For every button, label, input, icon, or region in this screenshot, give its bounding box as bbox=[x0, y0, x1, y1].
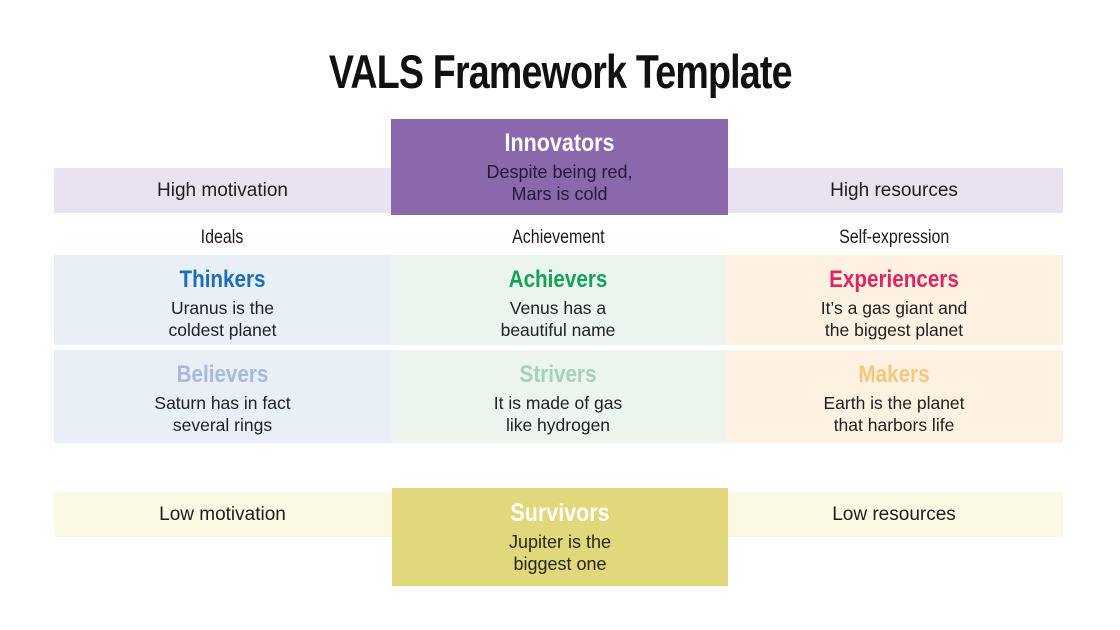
segment-card-thinkers: Thinkers Uranus is the coldest planet bbox=[54, 255, 391, 345]
segment-description-line: Venus has a bbox=[509, 298, 607, 318]
page-title-text: VALS Framework Template bbox=[328, 45, 793, 98]
segment-description-line: like hydrogen bbox=[505, 414, 611, 435]
high-motivation-label: High motivation bbox=[157, 180, 288, 201]
segment-card-achievers: Achievers Venus has a beautiful name bbox=[391, 255, 725, 345]
orientation-label-self-expression: Self-expression bbox=[725, 223, 1063, 251]
segment-description: Earth is the planet that harbors life bbox=[823, 393, 964, 436]
segment-title: Strivers bbox=[519, 361, 597, 388]
orientation-label-text: Self-expression bbox=[838, 226, 950, 248]
survivors-description-line: Jupiter is the bbox=[508, 532, 612, 552]
segment-title: Experiencers bbox=[829, 266, 959, 293]
orientation-label-ideals: Ideals bbox=[54, 223, 391, 251]
segment-description-line: It’s a gas giant and bbox=[820, 298, 968, 318]
orientation-label-text: Ideals bbox=[201, 226, 244, 248]
survivors-box: Survivors Jupiter is the biggest one bbox=[392, 488, 728, 586]
segment-description-line: several rings bbox=[172, 414, 273, 435]
segment-description-line: that harbors life bbox=[833, 414, 955, 435]
segment-description: Venus has a beautiful name bbox=[501, 298, 616, 341]
innovators-description-line: Mars is cold bbox=[511, 184, 608, 204]
innovators-description: Despite being red, Mars is cold bbox=[486, 161, 632, 205]
low-resources-label: Low resources bbox=[832, 504, 956, 525]
segment-title: Believers bbox=[176, 361, 269, 388]
segment-card-experiencers: Experiencers It’s a gas giant and the bi… bbox=[725, 255, 1063, 345]
orientation-label-achievement: Achievement bbox=[391, 223, 725, 251]
high-resources-label: High resources bbox=[830, 180, 958, 201]
segment-description-line: beautiful name bbox=[500, 319, 616, 340]
survivors-description-line: biggest one bbox=[513, 554, 607, 574]
segment-card-believers: Believers Saturn has in fact several rin… bbox=[54, 350, 391, 443]
segment-title: Achievers bbox=[508, 266, 608, 293]
orientation-label-text: Achievement bbox=[511, 226, 605, 248]
segment-card-strivers: Strivers It is made of gas like hydrogen bbox=[391, 350, 725, 443]
segment-description-line: Saturn has in fact bbox=[154, 393, 291, 413]
segment-title: Thinkers bbox=[179, 266, 266, 293]
segment-description-line: Earth is the planet bbox=[823, 393, 965, 413]
segment-description: Uranus is the coldest planet bbox=[169, 298, 277, 341]
survivors-description: Jupiter is the biggest one bbox=[509, 531, 611, 575]
segment-description-line: It is made of gas bbox=[493, 393, 623, 413]
low-motivation-label: Low motivation bbox=[159, 504, 286, 525]
segment-title: Makers bbox=[858, 361, 930, 388]
segment-description-line: Uranus is the bbox=[170, 298, 275, 318]
segment-description-line: the biggest planet bbox=[824, 319, 964, 340]
innovators-box: Innovators Despite being red, Mars is co… bbox=[391, 119, 728, 215]
segment-description: It’s a gas giant and the biggest planet bbox=[821, 298, 968, 341]
segment-description: It is made of gas like hydrogen bbox=[494, 393, 622, 436]
segment-description-line: coldest planet bbox=[168, 319, 277, 340]
innovators-description-line: Despite being red, bbox=[486, 162, 633, 182]
innovators-title: Innovators bbox=[504, 129, 615, 157]
survivors-title: Survivors bbox=[510, 499, 610, 527]
segment-card-makers: Makers Earth is the planet that harbors … bbox=[725, 350, 1063, 443]
segment-description: Saturn has in fact several rings bbox=[154, 393, 290, 436]
page-title: VALS Framework Template bbox=[0, 44, 1120, 99]
